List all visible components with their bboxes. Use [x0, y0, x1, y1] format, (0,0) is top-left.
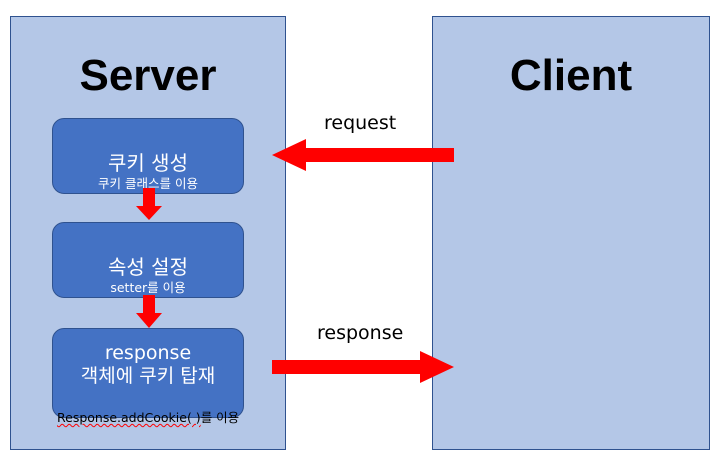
server-title: Server — [79, 51, 217, 100]
server-panel: Server 쿠키 생성 쿠키 클래스를 이용 속성 설정 setter를 이용… — [10, 16, 286, 450]
response-label: response — [317, 322, 404, 344]
client-title: Client — [509, 51, 633, 100]
step-set-attributes-sublabel: setter를 이용 — [110, 280, 186, 295]
client-panel: Client — [432, 16, 710, 450]
response-arrow — [272, 351, 454, 383]
step-attach-cookie-label-line2: 객체에 쿠키 탑재 — [80, 365, 216, 387]
step-arrow-1 — [136, 188, 162, 220]
request-arrow — [272, 139, 454, 171]
step-set-attributes-label: 속성 설정 — [108, 255, 188, 279]
step-set-attributes: 속성 설정 setter를 이용 — [52, 222, 244, 298]
step-create-cookie-sublabel: 쿠키 클래스를 이용 — [98, 176, 198, 191]
step-arrow-2 — [136, 295, 162, 328]
add-cookie-note-rest: 를 이용 — [200, 410, 240, 425]
add-cookie-note: Response.addCookie( )를 이용 — [57, 407, 239, 426]
add-cookie-code: Response.addCookie( ) — [57, 410, 201, 425]
step-attach-cookie-label: response — [104, 342, 192, 364]
request-label: request — [324, 112, 397, 134]
step-attach-cookie: response 객체에 쿠키 탑재 — [52, 328, 244, 418]
step-create-cookie-label: 쿠키 생성 — [108, 151, 188, 175]
